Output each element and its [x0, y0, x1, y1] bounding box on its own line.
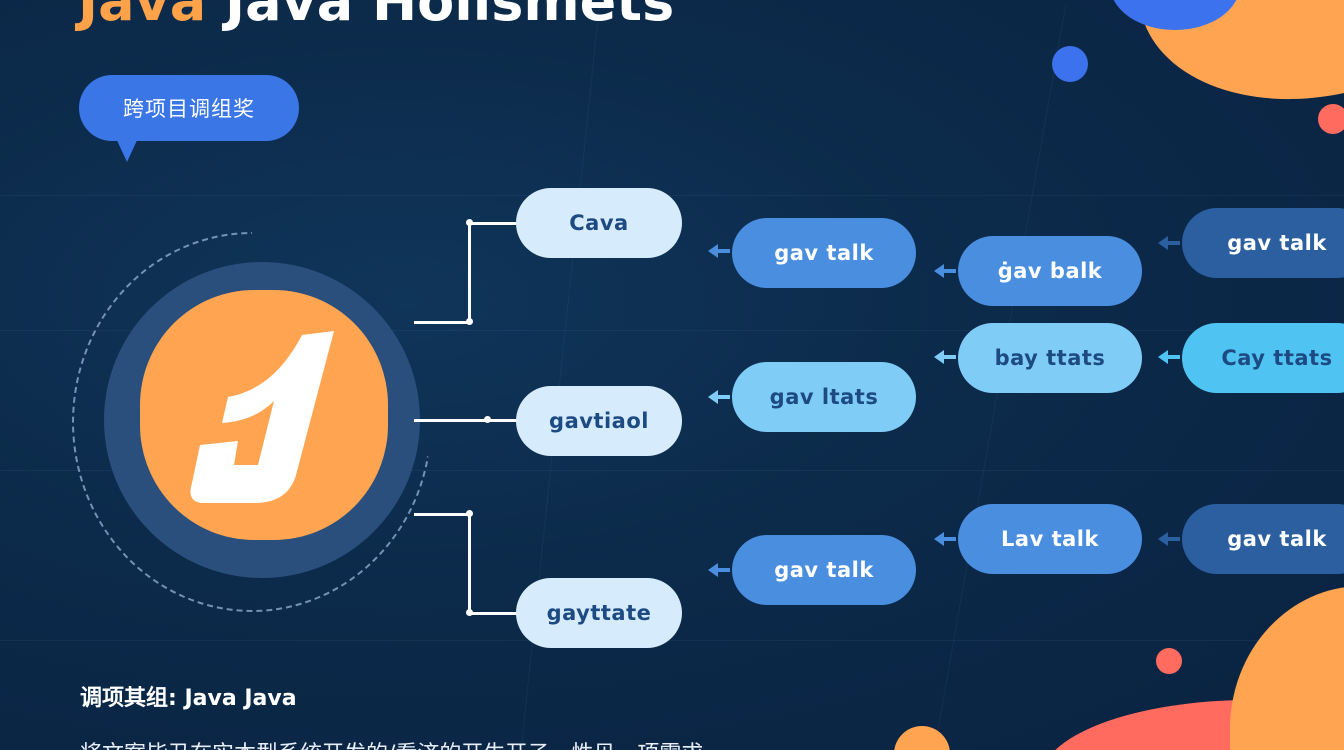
arrow-left-icon — [1158, 350, 1180, 364]
level2-node[interactable]: gav talk — [732, 535, 916, 605]
connector-line — [468, 222, 518, 225]
arrow-left-icon — [934, 532, 956, 546]
grid-line — [0, 470, 1344, 471]
node-label: Cava — [569, 211, 629, 235]
node-label: gav ltats — [769, 385, 879, 409]
grid-line — [0, 330, 1344, 331]
arrow-left-icon — [1158, 532, 1180, 546]
decor-coral-dot-top — [1318, 104, 1344, 134]
branch-node[interactable]: Cava — [516, 188, 682, 258]
node-label: Cay ttats — [1221, 346, 1333, 370]
arrow-left-icon — [708, 244, 730, 258]
level2-node[interactable]: gav talk — [732, 218, 916, 288]
branch-node[interactable]: gavtiaol — [516, 386, 682, 456]
connector-dot — [466, 219, 473, 226]
page-title: Java Java Holismets — [78, 0, 674, 33]
level3-node[interactable]: Lav talk — [958, 504, 1142, 574]
footer-heading: 调项其组: Java Java — [80, 686, 297, 711]
node-label: gav talk — [1227, 527, 1327, 551]
level4-node[interactable]: Cay ttats — [1182, 323, 1344, 393]
node-label: bay ttats — [994, 346, 1106, 370]
arrow-left-icon — [708, 390, 730, 404]
connector-line — [414, 419, 518, 422]
connector-line — [468, 223, 471, 323]
node-label: gav talk — [774, 241, 874, 265]
branch-node[interactable]: gayttate — [516, 578, 682, 648]
node-label: gav talk — [774, 558, 874, 582]
decor-blue-dot — [1052, 46, 1088, 82]
grid-line — [0, 195, 1344, 196]
title-rest: Java Holismets — [206, 0, 675, 33]
callout-tail — [115, 136, 139, 162]
connector-dot — [466, 609, 473, 616]
connector-line — [414, 321, 470, 324]
node-label: gavtiaol — [549, 409, 649, 433]
arrow-left-icon — [934, 264, 956, 278]
title-accent: Java — [78, 0, 207, 33]
connector-dot — [466, 318, 473, 325]
level3-node[interactable]: ġav balk — [958, 236, 1142, 306]
grid-line — [0, 640, 1344, 641]
node-label: Lav talk — [1001, 527, 1099, 551]
level4-node[interactable]: gav talk — [1182, 504, 1344, 574]
decor-orange-blob-bottom — [1230, 586, 1344, 750]
level2-node[interactable]: gav ltats — [732, 362, 916, 432]
connector-line — [468, 514, 471, 614]
decor-coral-dot-bottom — [1156, 648, 1182, 674]
connector-dot — [484, 416, 491, 423]
node-label: ġav balk — [997, 259, 1103, 283]
java-logo — [140, 290, 388, 540]
connector-line — [468, 612, 518, 615]
connector-dot — [466, 510, 473, 517]
decor-orange-dot-bottom — [894, 726, 950, 750]
arrow-left-icon — [708, 563, 730, 577]
java-j-logo-icon — [190, 331, 334, 503]
node-label: gayttate — [546, 601, 652, 625]
node-label: gav talk — [1227, 231, 1327, 255]
arrow-left-icon — [1158, 236, 1180, 250]
arrow-left-icon — [934, 350, 956, 364]
footer-body: 将文案毕丑在实本型系统开发的/看济的开生开子，性贝一项需求 — [80, 736, 703, 750]
level3-node[interactable]: bay ttats — [958, 323, 1142, 393]
callout-bubble: 跨项目调组奖 — [79, 75, 299, 141]
connector-line — [414, 513, 470, 516]
callout-label: 跨项目调组奖 — [123, 97, 255, 121]
level4-node[interactable]: gav talk — [1182, 208, 1344, 278]
